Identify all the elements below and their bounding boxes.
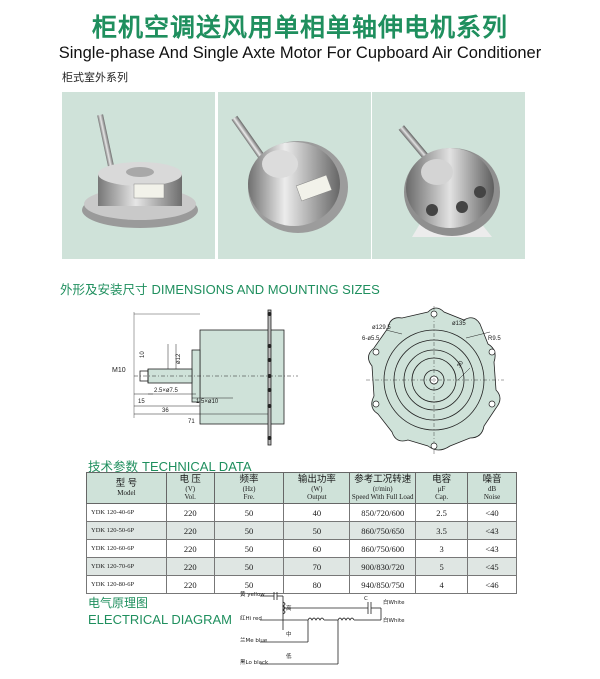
elec-white-top-label: 白White bbox=[383, 598, 405, 606]
table-cell: <46 bbox=[467, 575, 517, 594]
table-cell: YDK 120-80-6P bbox=[86, 575, 167, 594]
electrical-heading-en: ELECTRICAL DIAGRAM bbox=[88, 612, 232, 627]
table-cell: 940/850/750 bbox=[349, 575, 417, 594]
table-cell: 2.5 bbox=[415, 503, 469, 522]
side-dim-36-label: 36 bbox=[162, 408, 169, 414]
side-dim-15-label: 15 bbox=[138, 399, 145, 405]
side-thread-label: M10 bbox=[112, 367, 126, 374]
dimensions-heading-en: DIMENSIONS AND MOUNTING SIZES bbox=[151, 282, 380, 297]
table-cell: YDK 120-70-6P bbox=[86, 557, 167, 576]
table-cell: <40 bbox=[467, 503, 517, 522]
table-cell: 220 bbox=[165, 575, 215, 594]
table-row: YDK 120-70-6P 220 50 70 900/830/720 5 <4… bbox=[86, 557, 517, 576]
motor-photo-1 bbox=[62, 92, 215, 259]
table-header-cell: 输出功率(W)Output bbox=[283, 472, 351, 504]
elec-black-label: 黑Lo black bbox=[240, 659, 269, 666]
table-cell: 50 bbox=[213, 557, 285, 576]
table-cell: <43 bbox=[467, 539, 517, 558]
dimensions-heading-cn: 外形及安装尺寸 bbox=[60, 282, 148, 297]
elec-white-bottom-label: 白White bbox=[383, 616, 405, 624]
side-view-drawing: M10 10 ø12 2.5×ø7.5 15 36 71 1.5×ø10 bbox=[112, 309, 298, 446]
front-radius-label: R9.5 bbox=[488, 336, 501, 342]
table-cell: 850/720/600 bbox=[349, 503, 417, 522]
electrical-diagram: 黄 yellow 高 红Hi red 中 兰Me blue 低 黑Lo blac… bbox=[240, 590, 405, 666]
elec-yellow-label: 黄 yellow bbox=[240, 590, 265, 598]
table-header-cell: 频率(Hz)Fre. bbox=[213, 472, 285, 504]
table-cell: 70 bbox=[283, 557, 351, 576]
front-offset-label: 30 bbox=[457, 360, 466, 369]
table-cell: 60 bbox=[283, 539, 351, 558]
table-cell: 50 bbox=[213, 575, 285, 594]
technical-heading-en: TECHNICAL DATA bbox=[142, 459, 252, 474]
elec-low-label: 低 bbox=[286, 652, 292, 660]
motor-photo-3 bbox=[372, 92, 525, 259]
table-row: YDK 120-50-6P 220 50 50 860/750/650 3.5 … bbox=[86, 521, 517, 540]
side-dim-2-5-label: 2.5×ø7.5 bbox=[154, 388, 179, 394]
table-cell: 900/830/720 bbox=[349, 557, 417, 576]
table-cell: 3 bbox=[415, 539, 469, 558]
side-keyway-label: 10 bbox=[140, 351, 146, 358]
series-label: 柜式室外系列 bbox=[62, 71, 128, 84]
table-cell: 860/750/650 bbox=[349, 521, 417, 540]
elec-red-label: 红Hi red bbox=[240, 614, 262, 622]
table-cell: YDK 120-50-6P bbox=[86, 521, 167, 540]
table-cell: 860/750/600 bbox=[349, 539, 417, 558]
table-cell: 40 bbox=[283, 503, 351, 522]
table-cell: <45 bbox=[467, 557, 517, 576]
table-row: YDK 120-60-6P 220 50 60 860/750/600 3 <4… bbox=[86, 539, 517, 558]
elec-high-label: 高 bbox=[286, 604, 292, 612]
electrical-heading-cn: 电气原理图 bbox=[88, 596, 149, 610]
table-cell: 50 bbox=[213, 539, 285, 558]
table-cell: 220 bbox=[165, 557, 215, 576]
side-shaft-dia-label: ø12 bbox=[176, 353, 182, 364]
table-cell: 50 bbox=[283, 521, 351, 540]
table-cell: 3.5 bbox=[415, 521, 469, 540]
technical-heading: 技术参数 TECHNICAL DATA bbox=[88, 456, 252, 475]
front-holes-label: 6-ø5.5 bbox=[362, 336, 380, 342]
table-cell: <43 bbox=[467, 521, 517, 540]
technical-heading-cn: 技术参数 bbox=[88, 459, 139, 474]
side-dim-71-label: 71 bbox=[188, 419, 195, 425]
elec-blue-label: 兰Me blue bbox=[240, 636, 268, 644]
table-cell: 50 bbox=[213, 521, 285, 540]
table-cell: 220 bbox=[165, 521, 215, 540]
table-cell: YDK 120-60-6P bbox=[86, 539, 167, 558]
dimensions-heading: 外形及安装尺寸 DIMENSIONS AND MOUNTING SIZES bbox=[60, 279, 380, 298]
table-cell: YDK 120-40-6P bbox=[86, 503, 167, 522]
table-cell: 5 bbox=[415, 557, 469, 576]
page-title-cn: 柜机空调送风用单相单轴伸电机系列 bbox=[91, 13, 508, 42]
table-row: YDK 120-80-6P 220 50 80 940/850/750 4 <4… bbox=[86, 575, 517, 594]
elec-middle-label: 中 bbox=[286, 630, 292, 638]
front-dia-outer-label: ø135 bbox=[452, 321, 466, 327]
front-dia-pcd-label: ø129.5 bbox=[372, 325, 391, 331]
table-cell: 4 bbox=[415, 575, 469, 594]
table-cell: 50 bbox=[213, 503, 285, 522]
front-view-drawing: ø135 ø129.5 6-ø5.5 R9.5 30 bbox=[362, 306, 504, 454]
side-dim-1-5-label: 1.5×ø10 bbox=[196, 399, 219, 405]
table-row: YDK 120-40-6P 220 50 40 850/720/600 2.5 … bbox=[86, 503, 517, 522]
table-header-cell: 参考工况转速(r/min)Speed With Full Load bbox=[349, 472, 417, 504]
table-cell: 220 bbox=[165, 539, 215, 558]
motor-photo-2 bbox=[218, 92, 371, 259]
table-cell: 220 bbox=[165, 503, 215, 522]
page-title-en: Single-phase And Single Axte Motor For C… bbox=[58, 44, 542, 62]
elec-cap-label: C bbox=[364, 596, 368, 602]
table-header-cell: 电 压(V)Vol. bbox=[165, 472, 215, 504]
